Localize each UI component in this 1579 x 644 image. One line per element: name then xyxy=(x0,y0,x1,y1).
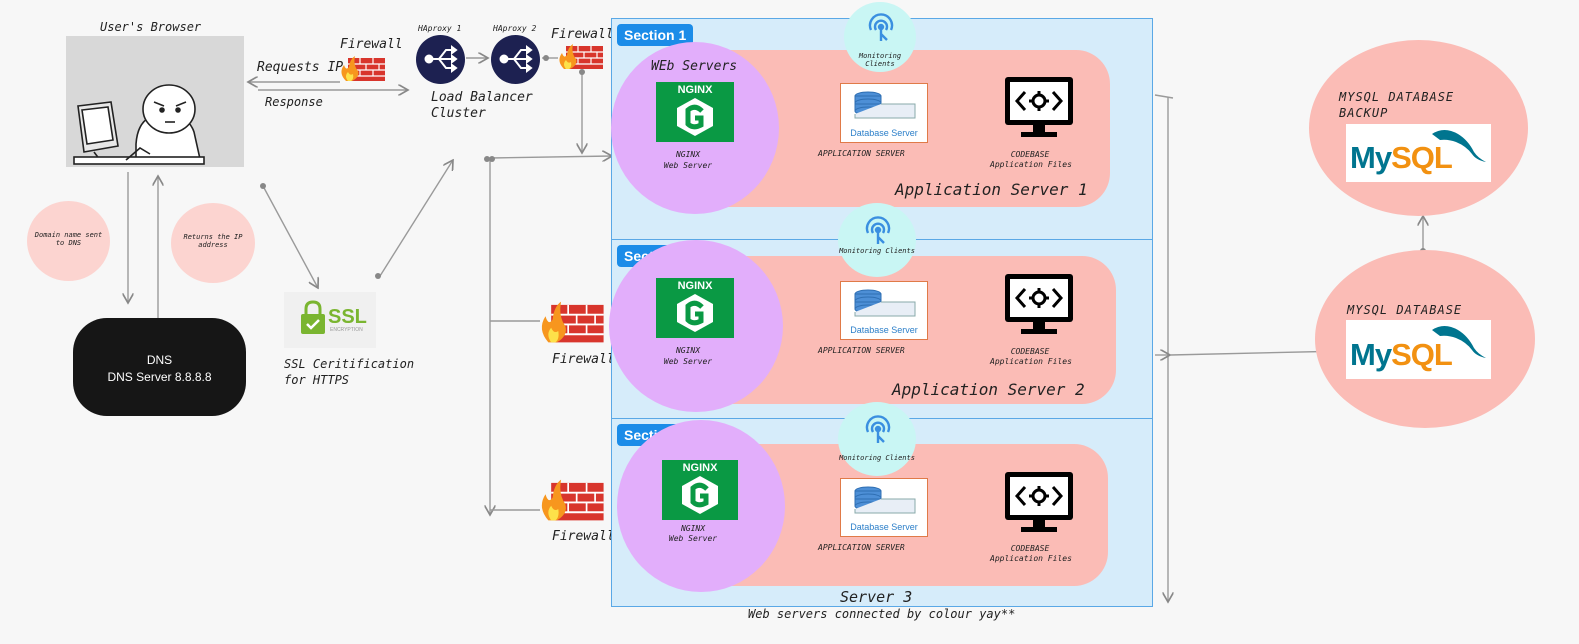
database-server-icon: Database Server xyxy=(840,83,928,143)
codebase-sub: Application Files xyxy=(990,160,1072,169)
firewall-label: Firewall xyxy=(551,27,614,42)
firewall-label: Firewall xyxy=(552,352,615,367)
dns-note-returns-text: Returns the IP address xyxy=(183,233,243,249)
codebase-monitor-icon xyxy=(1003,75,1075,143)
user-cartoon-icon xyxy=(66,36,244,167)
nginx-caption-2: NGINX xyxy=(675,346,701,355)
nginx-caption-2b: Web Server xyxy=(663,357,713,366)
app-server-1-title: Application Server 1 xyxy=(895,180,1088,199)
codebase-monitor-icon xyxy=(1003,272,1075,340)
dns-note-returns: Returns the IP address xyxy=(171,203,255,283)
database-caption: Database Server xyxy=(850,128,918,138)
firewall-label: Firewall xyxy=(552,529,615,544)
database-server-icon: Database Server xyxy=(840,478,928,537)
nginx-icon: NGINX xyxy=(656,278,734,338)
nginx-icon: NGINX xyxy=(662,460,738,520)
monitoring-circle-1: Monitoring Clients xyxy=(844,2,916,72)
dns-note-sent-text: Domain name sent to DNS xyxy=(34,231,103,247)
nginx-caption-1b: Web Server xyxy=(663,161,713,170)
codebase-sub: Application Files xyxy=(990,554,1072,563)
mysql-logo-sql: SQL xyxy=(1391,140,1453,175)
codebase-label: CODEBASE xyxy=(1010,150,1050,159)
mysql-logo-sql: SQL xyxy=(1391,337,1453,372)
ssl-logo-sub: ENCRYPTION xyxy=(330,327,363,333)
app-server-3-title: Server 3 xyxy=(840,588,913,606)
mysql-logo-my: My xyxy=(1350,140,1392,175)
ssl-lock-icon: SSL ENCRYPTION xyxy=(284,292,376,348)
nginx-icon: NGINX xyxy=(656,82,734,142)
firewall-icon xyxy=(537,300,605,348)
database-caption: Database Server xyxy=(850,325,918,335)
ssl-logo-text: SSL xyxy=(328,306,367,328)
dns-server: DNS DNS Server 8.8.8.8 xyxy=(73,318,246,416)
application-server-label: APPLICATION SERVER xyxy=(818,346,905,355)
mysql-backup-title-1: MYSQL DATABASE xyxy=(1339,90,1455,104)
codebase-label: CODEBASE xyxy=(1010,347,1050,356)
firewall-icon xyxy=(556,43,604,74)
section-1-tag: Section 1 xyxy=(617,24,694,46)
ssl-caption-line2: for HTTPS xyxy=(284,373,350,387)
application-server-label: APPLICATION SERVER xyxy=(818,149,905,158)
haproxy1-label: HAproxy 1 xyxy=(418,24,462,33)
firewall-icon xyxy=(537,478,605,526)
nginx-logo-text: NGINX xyxy=(677,84,713,96)
codebase-sub: Application Files xyxy=(990,357,1072,366)
monitoring-label: Monitoring Clients xyxy=(839,247,915,255)
haproxy2-label: HAproxy 2 xyxy=(493,24,537,33)
ssl-caption-line1: SSL Ceritification xyxy=(284,357,415,371)
mysql-logo-my: My xyxy=(1350,337,1392,372)
application-server-label: APPLICATION SERVER xyxy=(818,543,905,552)
mysql-db-title: MYSQL DATABASE xyxy=(1347,303,1463,317)
nginx-caption-3b: Web Server xyxy=(668,534,718,543)
dns-address: DNS Server 8.8.8.8 xyxy=(107,370,212,384)
nginx-logo-text: NGINX xyxy=(682,462,718,474)
firewall-icon xyxy=(338,55,386,86)
database-caption: Database Server xyxy=(850,522,918,532)
response-label: Response xyxy=(265,95,323,109)
nginx-caption-3: NGINX xyxy=(680,524,706,533)
mysql-dolphin-icon: MySQL xyxy=(1346,124,1491,182)
haproxy-icon xyxy=(416,35,465,84)
monitoring-circle-3: Monitoring Clients xyxy=(838,402,916,476)
mysql-dolphin-icon: MySQL xyxy=(1346,320,1491,379)
requests-ip-label: Requests IP xyxy=(257,60,344,75)
monitoring-icon xyxy=(865,216,891,244)
codebase-label: CODEBASE xyxy=(1010,544,1050,553)
load-balancer-label-1: Load Balancer xyxy=(431,90,533,105)
monitoring-label: Monitoring Clients xyxy=(858,52,902,68)
codebase-monitor-icon xyxy=(1003,470,1075,538)
browser-title: User's Browser xyxy=(100,20,202,34)
monitoring-circle-2: Monitoring Clients xyxy=(838,203,916,277)
database-server-icon: Database Server xyxy=(840,281,928,340)
monitoring-icon xyxy=(865,415,891,443)
monitoring-label: Monitoring Clients xyxy=(839,454,915,462)
web-servers-label: WEb Servers xyxy=(651,59,738,74)
firewall-label: Firewall xyxy=(340,37,403,52)
nginx-caption-1: NGINX xyxy=(675,150,701,159)
haproxy-icon xyxy=(491,35,540,84)
dns-note-sent: Domain name sent to DNS xyxy=(27,201,110,281)
footer-note: Web servers connected by colour yay** xyxy=(748,607,1016,621)
mysql-backup-title-2: BACKUP xyxy=(1339,106,1389,120)
load-balancer-label-2: Cluster xyxy=(431,106,486,121)
monitoring-icon xyxy=(868,13,894,41)
app-server-2-title: Application Server 2 xyxy=(892,380,1085,399)
dns-title: DNS xyxy=(146,353,173,367)
nginx-logo-text: NGINX xyxy=(677,280,713,292)
